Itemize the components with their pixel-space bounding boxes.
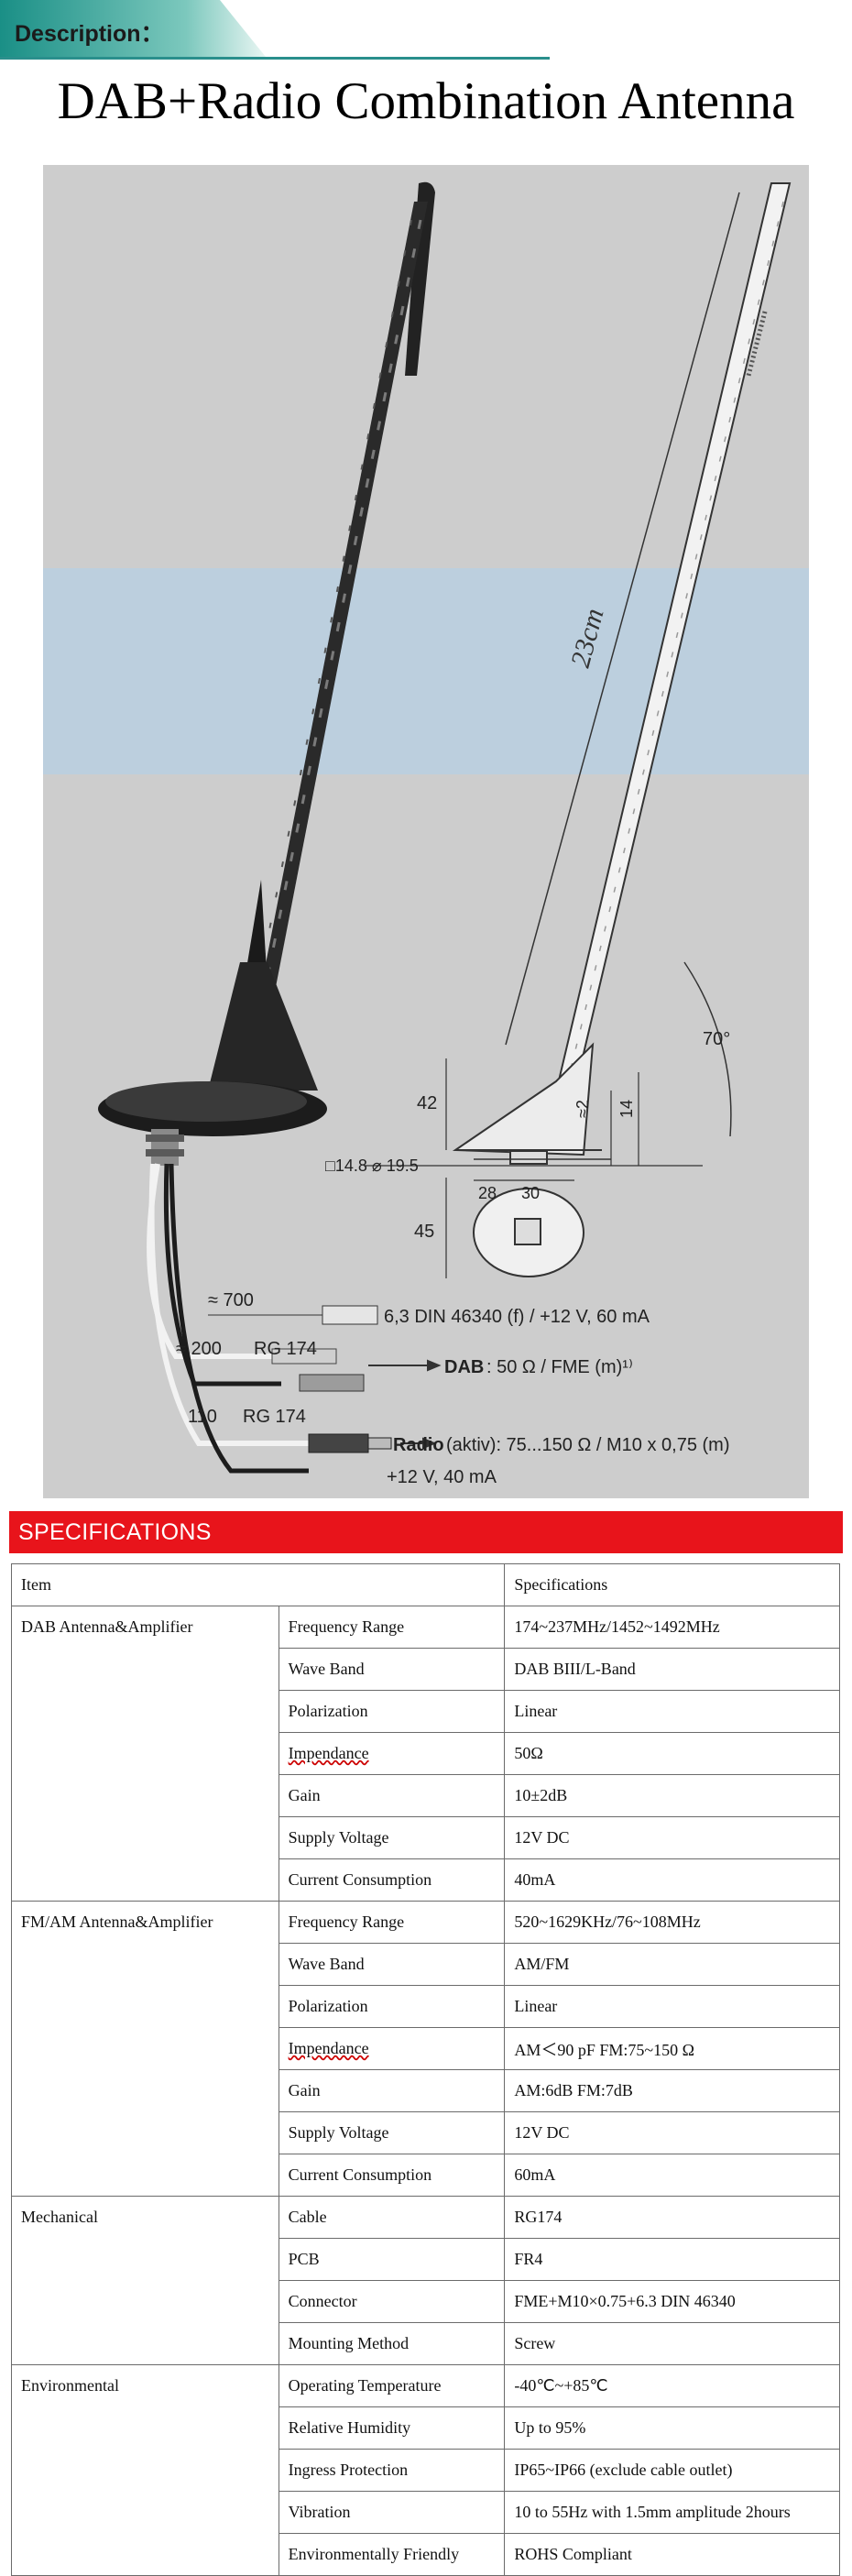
value-cell: Linear <box>504 1690 840 1733</box>
value-cell: 520~1629KHz/76~108MHz <box>504 1901 840 1944</box>
value-cell: RG174 <box>504 2196 840 2239</box>
param-cell: Frequency Range <box>278 1901 506 1944</box>
antenna-line-drawing <box>207 182 792 1450</box>
param-cell: Environmentally Friendly <box>278 2533 506 2576</box>
dim-14: 14 <box>617 1100 636 1118</box>
group-name: Mechanical <box>11 2196 279 2365</box>
table-header-row: Item Specifications <box>10 1563 840 1606</box>
cable-200-type: RG 174 <box>254 1339 317 1359</box>
dim-2: ≈2 <box>573 1100 592 1118</box>
radio-desc: (aktiv): 75...150 Ω / M10 x 0,75 (m) <box>446 1435 730 1455</box>
dim-30: 30 <box>521 1184 540 1202</box>
value-cell: 174~237MHz/1452~1492MHz <box>504 1606 840 1649</box>
param-cell: Mounting Method <box>278 2322 506 2365</box>
param-cell: Vibration <box>278 2491 506 2534</box>
value-cell: AM＜90 pF FM:75~150 Ω <box>504 2027 840 2070</box>
antenna-photo <box>98 181 435 1474</box>
value-cell: AM/FM <box>504 1943 840 1986</box>
param-cell: Polarization <box>278 1985 506 2028</box>
dab-label: DAB <box>444 1357 484 1377</box>
param-cell: Current Consumption <box>278 2154 506 2197</box>
param-cell: Supply Voltage <box>278 2111 506 2154</box>
param-cell: Current Consumption <box>278 1858 506 1902</box>
dab-desc: : 50 Ω / FME (m)¹⁾ <box>486 1357 633 1377</box>
radio-power: +12 V, 40 mA <box>387 1467 497 1487</box>
value-cell: IP65~IP66 (exclude cable outlet) <box>504 2449 840 2492</box>
description-underline <box>0 57 550 60</box>
group-name: FM/AM Antenna&Amplifier <box>11 1901 279 2197</box>
value-cell: 50Ω <box>504 1732 840 1775</box>
value-cell: ROHS Compliant <box>504 2533 840 2576</box>
specifications-header: SPECIFICATIONS <box>9 1511 843 1553</box>
param-cell: Polarization <box>278 1690 506 1733</box>
radio-label: Radio <box>393 1435 444 1455</box>
param-cell: Frequency Range <box>278 1606 506 1649</box>
dim-42: 42 <box>417 1093 437 1113</box>
value-cell: Linear <box>504 1985 840 2028</box>
header-spec: Specifications <box>504 1563 840 1606</box>
param-cell: Impendance <box>278 2027 506 2070</box>
param-cell: Gain <box>278 2069 506 2112</box>
value-cell: 40mA <box>504 1858 840 1902</box>
value-cell: 12V DC <box>504 2111 840 2154</box>
param-cell: Impendance <box>278 1732 506 1775</box>
param-cell: Ingress Protection <box>278 2449 506 2492</box>
value-cell: 10 to 55Hz with 1.5mm amplitude 2hours <box>504 2491 840 2534</box>
param-cell: Cable <box>278 2196 506 2239</box>
dim-28: 28 <box>478 1184 497 1202</box>
dim-square: □14.8 ⌀ 19.5 <box>325 1156 419 1175</box>
param-cell: Relative Humidity <box>278 2406 506 2450</box>
page-title: DAB+Radio Combination Antenna <box>57 72 795 130</box>
value-cell: -40℃~+85℃ <box>504 2364 840 2407</box>
cable-700-desc: 6,3 DIN 46340 (f) / +12 V, 60 mA <box>384 1307 650 1327</box>
param-cell: Gain <box>278 1774 506 1817</box>
value-cell: Up to 95% <box>504 2406 840 2450</box>
value-cell: 60mA <box>504 2154 840 2197</box>
group-name: Environmental <box>11 2364 279 2576</box>
header-item: Item <box>10 1563 506 1606</box>
value-cell: DAB BIII/L-Band <box>504 1648 840 1691</box>
specifications-title: SPECIFICATIONS <box>18 1519 212 1545</box>
dim-45: 45 <box>414 1222 434 1242</box>
antenna-technical-drawing: 23cm 70° 42 ≈2 14 □14.8 ⌀ 19.5 28 30 45 … <box>43 165 809 1498</box>
value-cell: AM:6dB FM:7dB <box>504 2069 840 2112</box>
param-cell: Operating Temperature <box>278 2364 506 2407</box>
param-cell: PCB <box>278 2238 506 2281</box>
value-cell: FR4 <box>504 2238 840 2281</box>
group-name: DAB Antenna&Amplifier <box>11 1606 279 1902</box>
specifications-table: Item Specifications DAB Antenna&Amplifie… <box>10 1563 840 2576</box>
value-cell: Screw <box>504 2322 840 2365</box>
cable-700-label: ≈ 700 <box>208 1290 254 1310</box>
value-cell: 10±2dB <box>504 1774 840 1817</box>
param-cell: Wave Band <box>278 1648 506 1691</box>
angle-label: 70° <box>703 1029 730 1049</box>
cable-110-label: 110 <box>188 1407 217 1427</box>
cable-200-label: ≈ 200 <box>176 1339 222 1359</box>
param-cell: Connector <box>278 2280 506 2323</box>
description-tab <box>0 0 266 57</box>
param-cell: Supply Voltage <box>278 1816 506 1859</box>
param-cell: Wave Band <box>278 1943 506 1986</box>
cable-110-type: RG 174 <box>243 1407 306 1427</box>
description-label: Description： <box>15 21 164 47</box>
highlight-band <box>43 568 809 774</box>
value-cell: 12V DC <box>504 1816 840 1859</box>
value-cell: FME+M10×0.75+6.3 DIN 46340 <box>504 2280 840 2323</box>
